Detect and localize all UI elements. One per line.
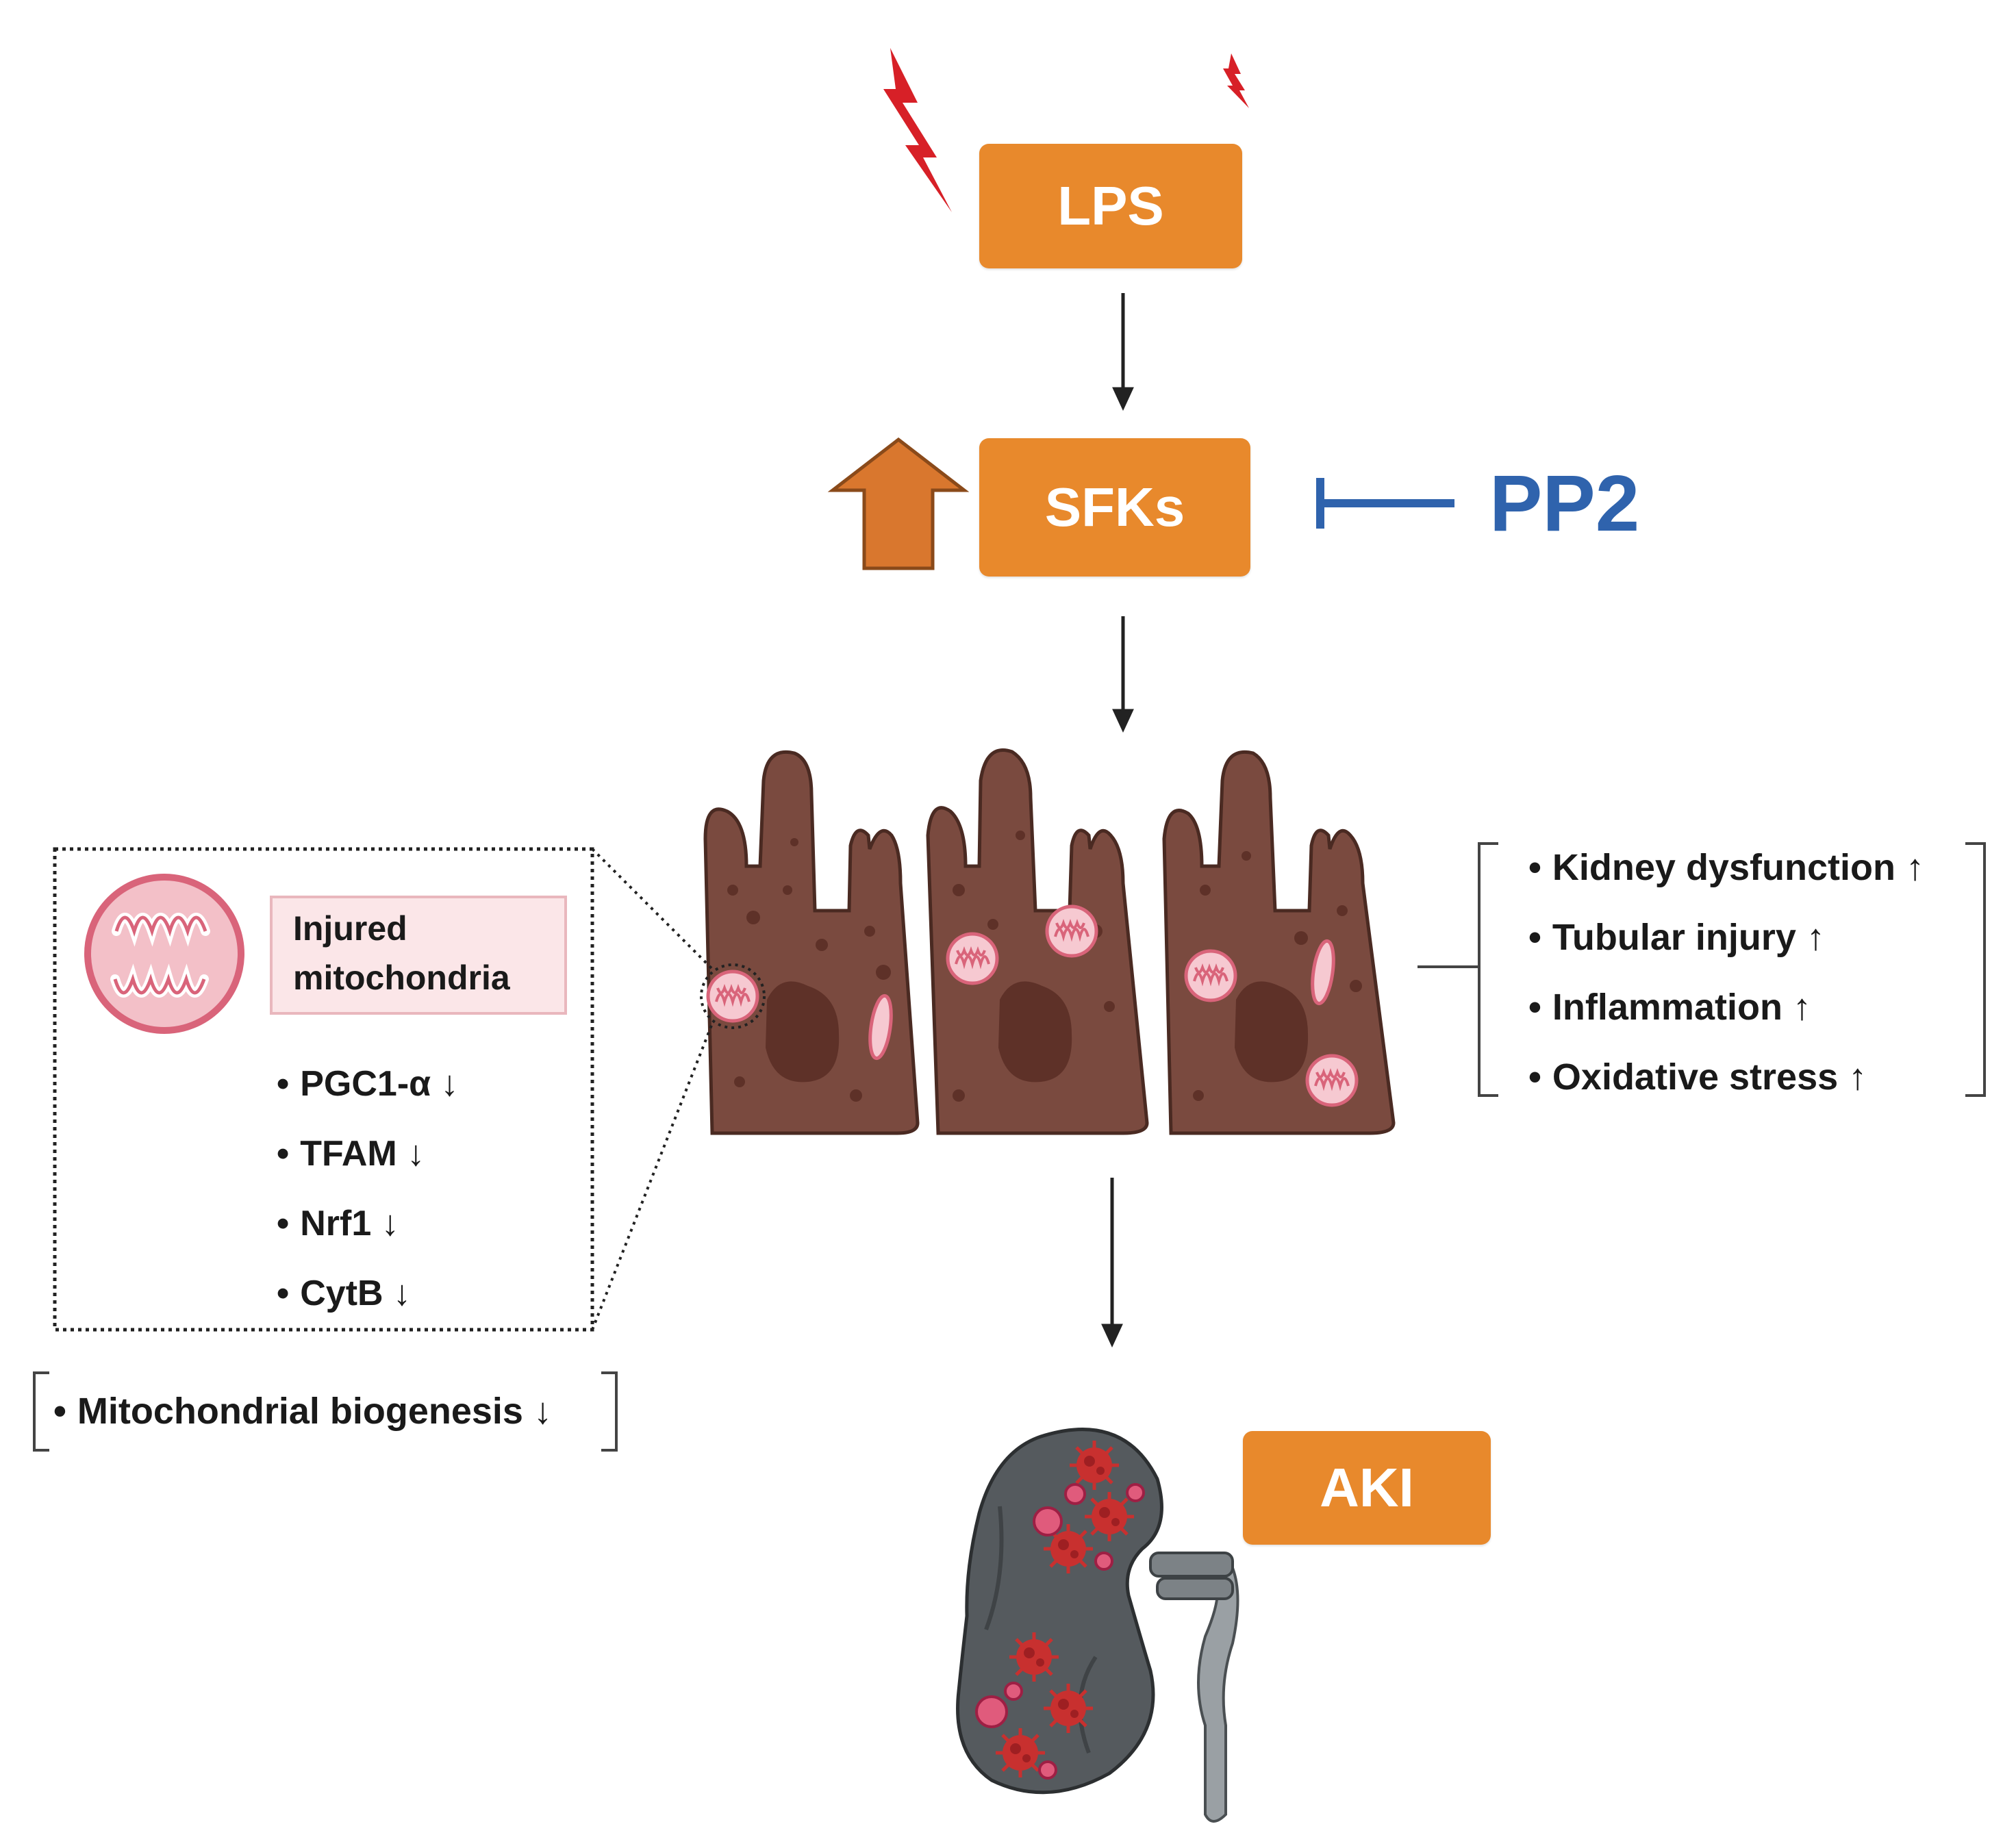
biogenesis-item: Mitochondrial biogenesis ↓ bbox=[53, 1387, 552, 1435]
up-arrow-icon bbox=[827, 437, 970, 570]
outcome-bracket bbox=[1418, 842, 1986, 1097]
lps-box: LPS bbox=[979, 144, 1242, 268]
biogenesis-list: Mitochondrial biogenesis ↓ bbox=[53, 1387, 552, 1435]
outcome-item: Oxidative stress ↑ bbox=[1528, 1042, 1924, 1112]
kidney-icon bbox=[956, 1428, 1239, 1823]
mito-marker-list: PGC1-α ↓ TFAM ↓ Nrf1 ↓ CytB ↓ bbox=[277, 1049, 459, 1328]
sfks-label: SFKs bbox=[1044, 477, 1185, 537]
outcome-item: Tubular injury ↑ bbox=[1528, 902, 1924, 972]
flow-arrows bbox=[1101, 293, 1134, 1347]
mitochondrion-icon bbox=[84, 874, 244, 1034]
marker-item: Nrf1 ↓ bbox=[277, 1189, 459, 1258]
epithelial-cells bbox=[703, 748, 1396, 1135]
outcome-list: Kidney dysfunction ↑ Tubular injury ↑ In… bbox=[1528, 833, 1924, 1112]
lightning-bolt-small-icon bbox=[1223, 53, 1249, 108]
cell-spots bbox=[727, 831, 1362, 1102]
marker-item: TFAM ↓ bbox=[277, 1119, 459, 1189]
aki-label: AKI bbox=[1320, 1457, 1414, 1518]
aki-box: AKI bbox=[1243, 1431, 1491, 1545]
lps-label: LPS bbox=[1057, 175, 1164, 236]
biogenesis-bracket bbox=[33, 1371, 618, 1452]
cell-nuclei bbox=[766, 981, 1309, 1083]
zoom-panel bbox=[53, 847, 594, 1332]
lightning-bolt-icon bbox=[883, 48, 952, 212]
zoom-circle bbox=[700, 963, 766, 1029]
sfks-box: SFKs bbox=[979, 438, 1250, 577]
injured-label-line2: mitochondria bbox=[293, 959, 510, 997]
marker-item: CytB ↓ bbox=[277, 1258, 459, 1328]
injured-label-line1: Injured bbox=[293, 909, 407, 948]
outcome-item: Inflammation ↑ bbox=[1528, 972, 1924, 1042]
pp2-label: PP2 bbox=[1489, 459, 1640, 548]
outcome-item: Kidney dysfunction ↑ bbox=[1528, 833, 1924, 902]
marker-item: PGC1-α ↓ bbox=[277, 1049, 458, 1119]
injured-mitochondria-label: Injured mitochondria bbox=[270, 896, 567, 1015]
inhibitor-icon bbox=[1316, 478, 1454, 529]
mitochondria-in-cells bbox=[708, 907, 1357, 1105]
